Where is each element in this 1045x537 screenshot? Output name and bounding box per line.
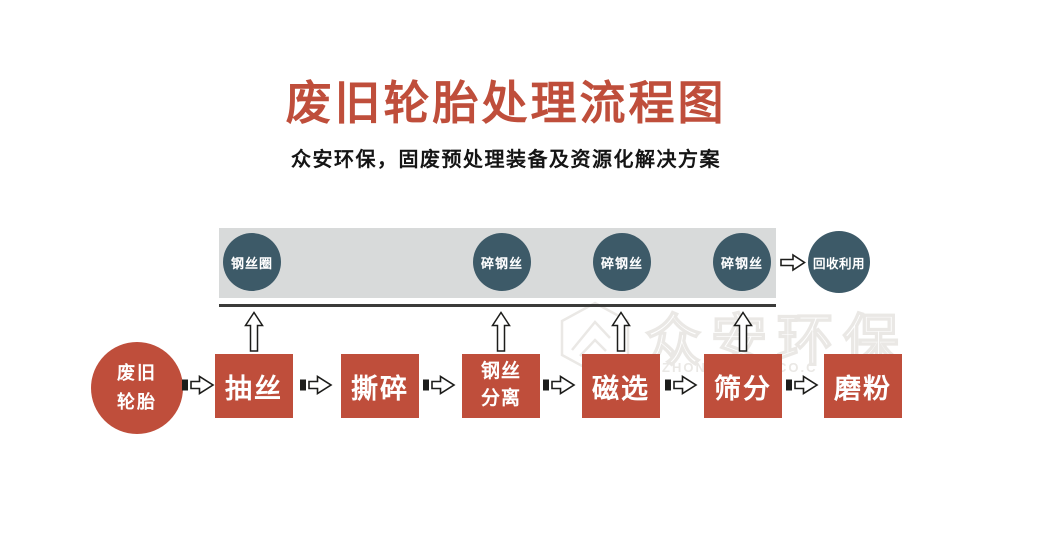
up-arrow-icon xyxy=(611,311,631,352)
output-node-recycle: 回收利用 xyxy=(808,231,870,293)
flow-arrow-icon xyxy=(543,373,576,397)
step-wire-drawing: 抽丝 xyxy=(215,354,293,418)
step-wire-separation: 钢丝 分离 xyxy=(462,354,540,418)
recycle-arrow-icon xyxy=(780,253,806,272)
step-shredding: 撕碎 xyxy=(341,354,419,418)
step-magnetic-separation: 磁选 xyxy=(582,354,660,418)
output-node-crushed-wire-1: 碎钢丝 xyxy=(473,233,531,291)
flow-arrow-icon xyxy=(182,373,215,397)
up-arrow-icon xyxy=(244,311,264,352)
page-title: 废旧轮胎处理流程图 xyxy=(285,77,727,129)
up-arrow-icon xyxy=(491,311,511,352)
source-node-waste-tire: 废旧 轮胎 xyxy=(91,342,183,434)
output-node-crushed-wire-2: 碎钢丝 xyxy=(593,233,651,291)
band-divider-line xyxy=(219,304,776,307)
step-screening: 筛分 xyxy=(704,354,782,418)
flow-arrow-icon xyxy=(423,373,456,397)
header: 废旧轮胎处理流程图 众安环保，固废预处理装备及资源化解决方案 xyxy=(0,78,1012,172)
flow-arrow-icon xyxy=(665,373,698,397)
output-node-steel-ring: 钢丝圈 xyxy=(223,233,281,291)
output-node-crushed-wire-3: 碎钢丝 xyxy=(713,233,771,291)
up-arrow-icon xyxy=(733,311,753,352)
flow-arrow-icon xyxy=(300,373,333,397)
step-grinding: 磨粉 xyxy=(824,354,902,418)
flow-arrow-icon xyxy=(786,373,819,397)
page-subtitle: 众安环保，固废预处理装备及资源化解决方案 xyxy=(291,148,721,171)
